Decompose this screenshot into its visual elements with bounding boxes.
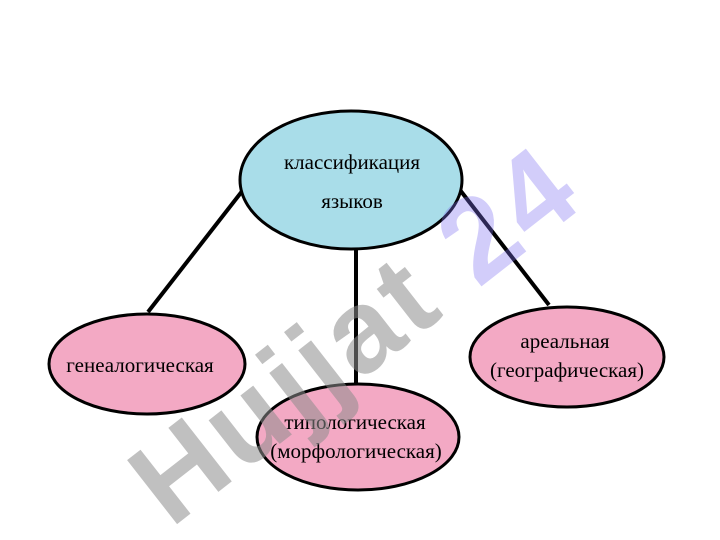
areal-label-line-1: ареальная [520, 329, 610, 353]
genealogical-ellipse [47, 312, 247, 416]
typological-label-line-2: (морфологическая) [270, 439, 442, 463]
root-label-line-2: языков [321, 189, 383, 213]
genealogical-node: генеалогическая [47, 312, 247, 416]
connector-root-genealogical [146, 188, 245, 314]
root-label-line-1: классификация [284, 150, 420, 174]
areal-ellipse [468, 305, 666, 409]
typological-label-line-1: типологическая [284, 410, 426, 434]
root-ellipse [238, 109, 464, 251]
connector-root-areal [458, 188, 551, 307]
typological-node: типологическая (морфологическая) [255, 382, 461, 492]
areal-node: ареальная (географическая) [468, 305, 666, 409]
connectors [146, 188, 551, 392]
genealogical-label: генеалогическая [66, 353, 214, 377]
typological-ellipse [255, 382, 461, 492]
root-node: классификация языков [238, 109, 464, 251]
areal-label-line-2: (географическая) [490, 358, 644, 382]
